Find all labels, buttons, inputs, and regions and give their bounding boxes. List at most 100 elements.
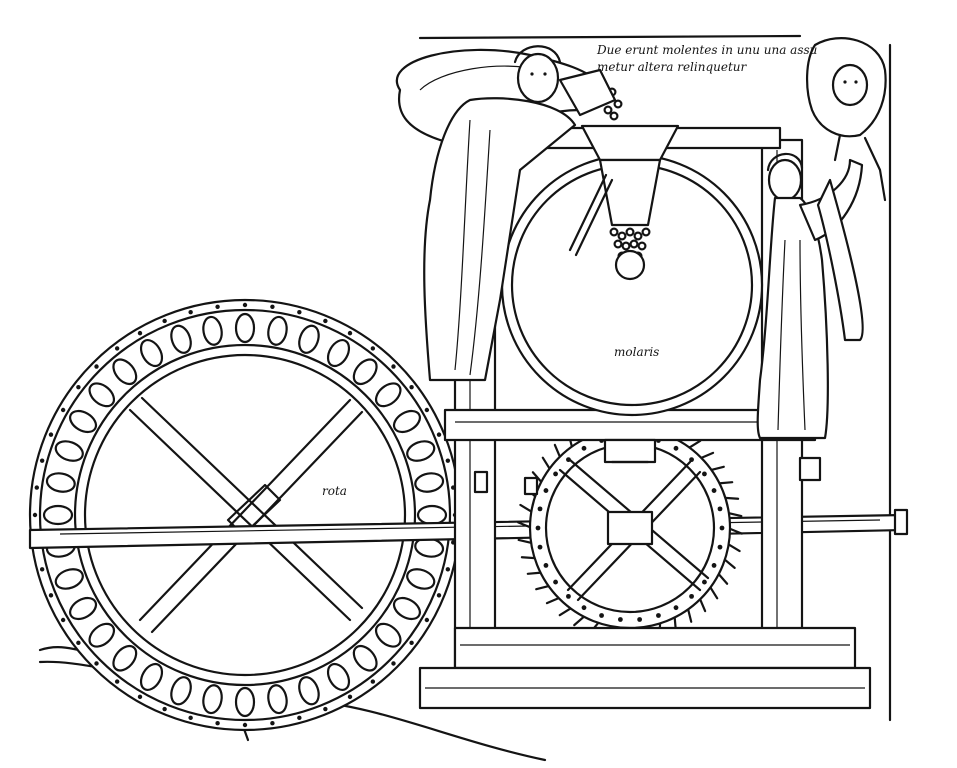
gear-hole [689,457,694,463]
wheel-rivet [347,694,353,700]
wheel-paddle [326,662,351,691]
gear-hole [702,579,707,585]
wheel-label: rota [322,484,347,498]
wheel-paddle [374,622,402,648]
wheel-paddle [88,382,116,408]
wheel-rivet [215,721,220,726]
gear-hole [711,563,717,568]
wheel-rivet [60,617,66,623]
wheel-paddle [54,440,84,462]
grain [625,227,635,237]
wheel-rivet [162,318,167,324]
gear-hole [537,544,543,550]
wheel-rivet [114,346,120,351]
wheel-paddle [374,382,402,408]
grain [609,111,619,121]
wheel-rivet [297,715,302,721]
wheel-paddle [234,686,256,718]
wheel-rivet [242,302,248,308]
gear-hole [535,525,541,531]
wheel-rivet [215,304,220,309]
wheel-rivet [270,304,275,309]
gear-hole [719,525,725,531]
angel-figure [805,37,887,202]
wheel-paddle [139,339,164,368]
wheel-rivet [39,458,45,463]
wheel-paddle [352,644,378,672]
grain [613,239,623,249]
wheel-paddle [69,409,98,434]
wheel-paddle [170,676,192,706]
gear-hole [717,544,723,550]
wheel-rivet [94,661,99,666]
woman-pouring-figure [396,45,617,382]
wheel-rivet [188,715,193,721]
gear-hole [581,445,587,451]
wheel-paddle [352,358,378,386]
wheel-paddle [406,568,436,590]
wheel-paddle [406,440,436,462]
grain [629,239,639,249]
wheel-rivet [424,617,430,623]
grain [609,227,619,237]
wheel-rivet [242,722,248,728]
gear-hole [537,506,543,512]
wheel-rivet [436,432,442,437]
wheel-paddle [112,358,138,386]
wheel-rivet [370,346,376,351]
wheel-paddle [42,504,74,526]
grain [641,227,651,237]
wheel-rivet [60,407,66,413]
wheel-rivet [409,640,414,646]
wheel-paddle [69,596,98,621]
wheel-paddle [88,622,116,648]
wheel-rivet [39,567,45,572]
gear-hole [599,613,604,618]
wheel-paddle [298,676,320,706]
wheel-rivet [409,384,414,390]
millstone [500,85,764,464]
gear-hole [689,593,694,599]
gear-hole [717,506,723,512]
wheel-paddle [45,472,76,493]
grain [617,231,627,241]
wheel-paddle [139,662,164,691]
wheel-paddle [234,312,256,344]
grain [633,231,643,241]
wheel-paddle [392,596,421,621]
wheel-paddle [298,324,320,354]
wheel-rivet [347,330,353,336]
inscription-line-1: Due erunt molentes in unu una assu [597,43,818,57]
wheel-rivet [424,407,430,413]
wheel-rivet [391,364,396,369]
wheel-paddle [202,315,223,346]
wheel-paddle [54,568,84,590]
wheel-paddle [416,504,448,526]
gear-hole [711,488,717,493]
wheel-rivet [445,567,451,572]
wheel-paddle [170,324,192,354]
grain [603,105,613,115]
wheel-paddle [392,409,421,434]
grain [637,241,647,251]
wheel-rivet [48,432,54,437]
wheel-rivet [48,593,54,598]
wheel-paddle [112,644,138,672]
wheel-rivet [34,485,39,490]
wheel-rivet [76,384,81,390]
wheel-paddle [267,315,288,346]
wheel-rivet [297,309,302,315]
wheel-rivet [436,593,442,598]
gear-hole [673,605,679,611]
gear-hole [702,471,707,477]
gear-hole [566,593,571,599]
woman-reaching-figure [756,152,864,440]
grain [621,241,631,251]
gear-hole [553,471,558,477]
wheel-paddle [267,684,288,715]
wheel-paddle [414,472,445,493]
gear-hole [656,613,661,618]
gear-hole [543,563,549,568]
gear-hole [617,617,623,622]
